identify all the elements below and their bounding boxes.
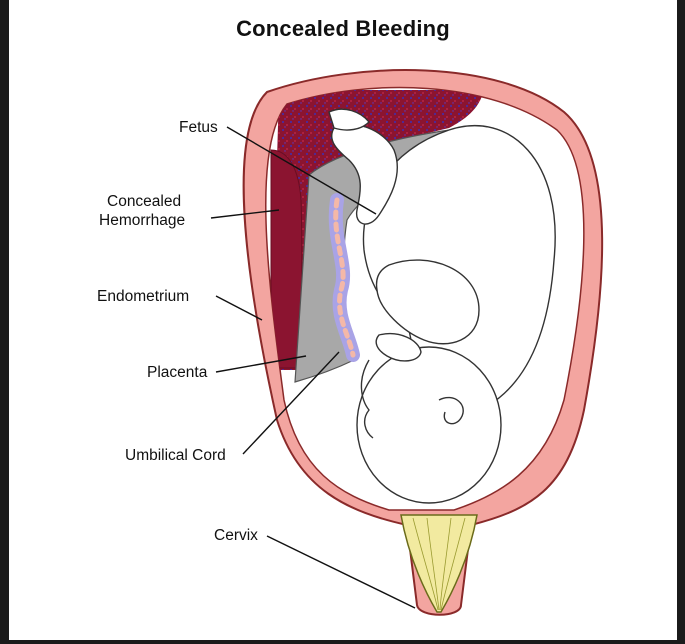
cervix-leader bbox=[267, 536, 415, 608]
diagram-canvas: Concealed Bleeding bbox=[9, 0, 677, 640]
label-concealed-hemorrhage-line1: Concealed bbox=[107, 192, 181, 211]
label-fetus: Fetus bbox=[179, 118, 218, 137]
uterus-illustration bbox=[9, 0, 677, 640]
label-cervix: Cervix bbox=[214, 526, 258, 545]
label-umbilical-cord: Umbilical Cord bbox=[125, 446, 226, 465]
label-placenta: Placenta bbox=[147, 363, 207, 382]
label-endometrium: Endometrium bbox=[97, 287, 189, 306]
label-concealed-hemorrhage-line2: Hemorrhage bbox=[99, 211, 185, 230]
